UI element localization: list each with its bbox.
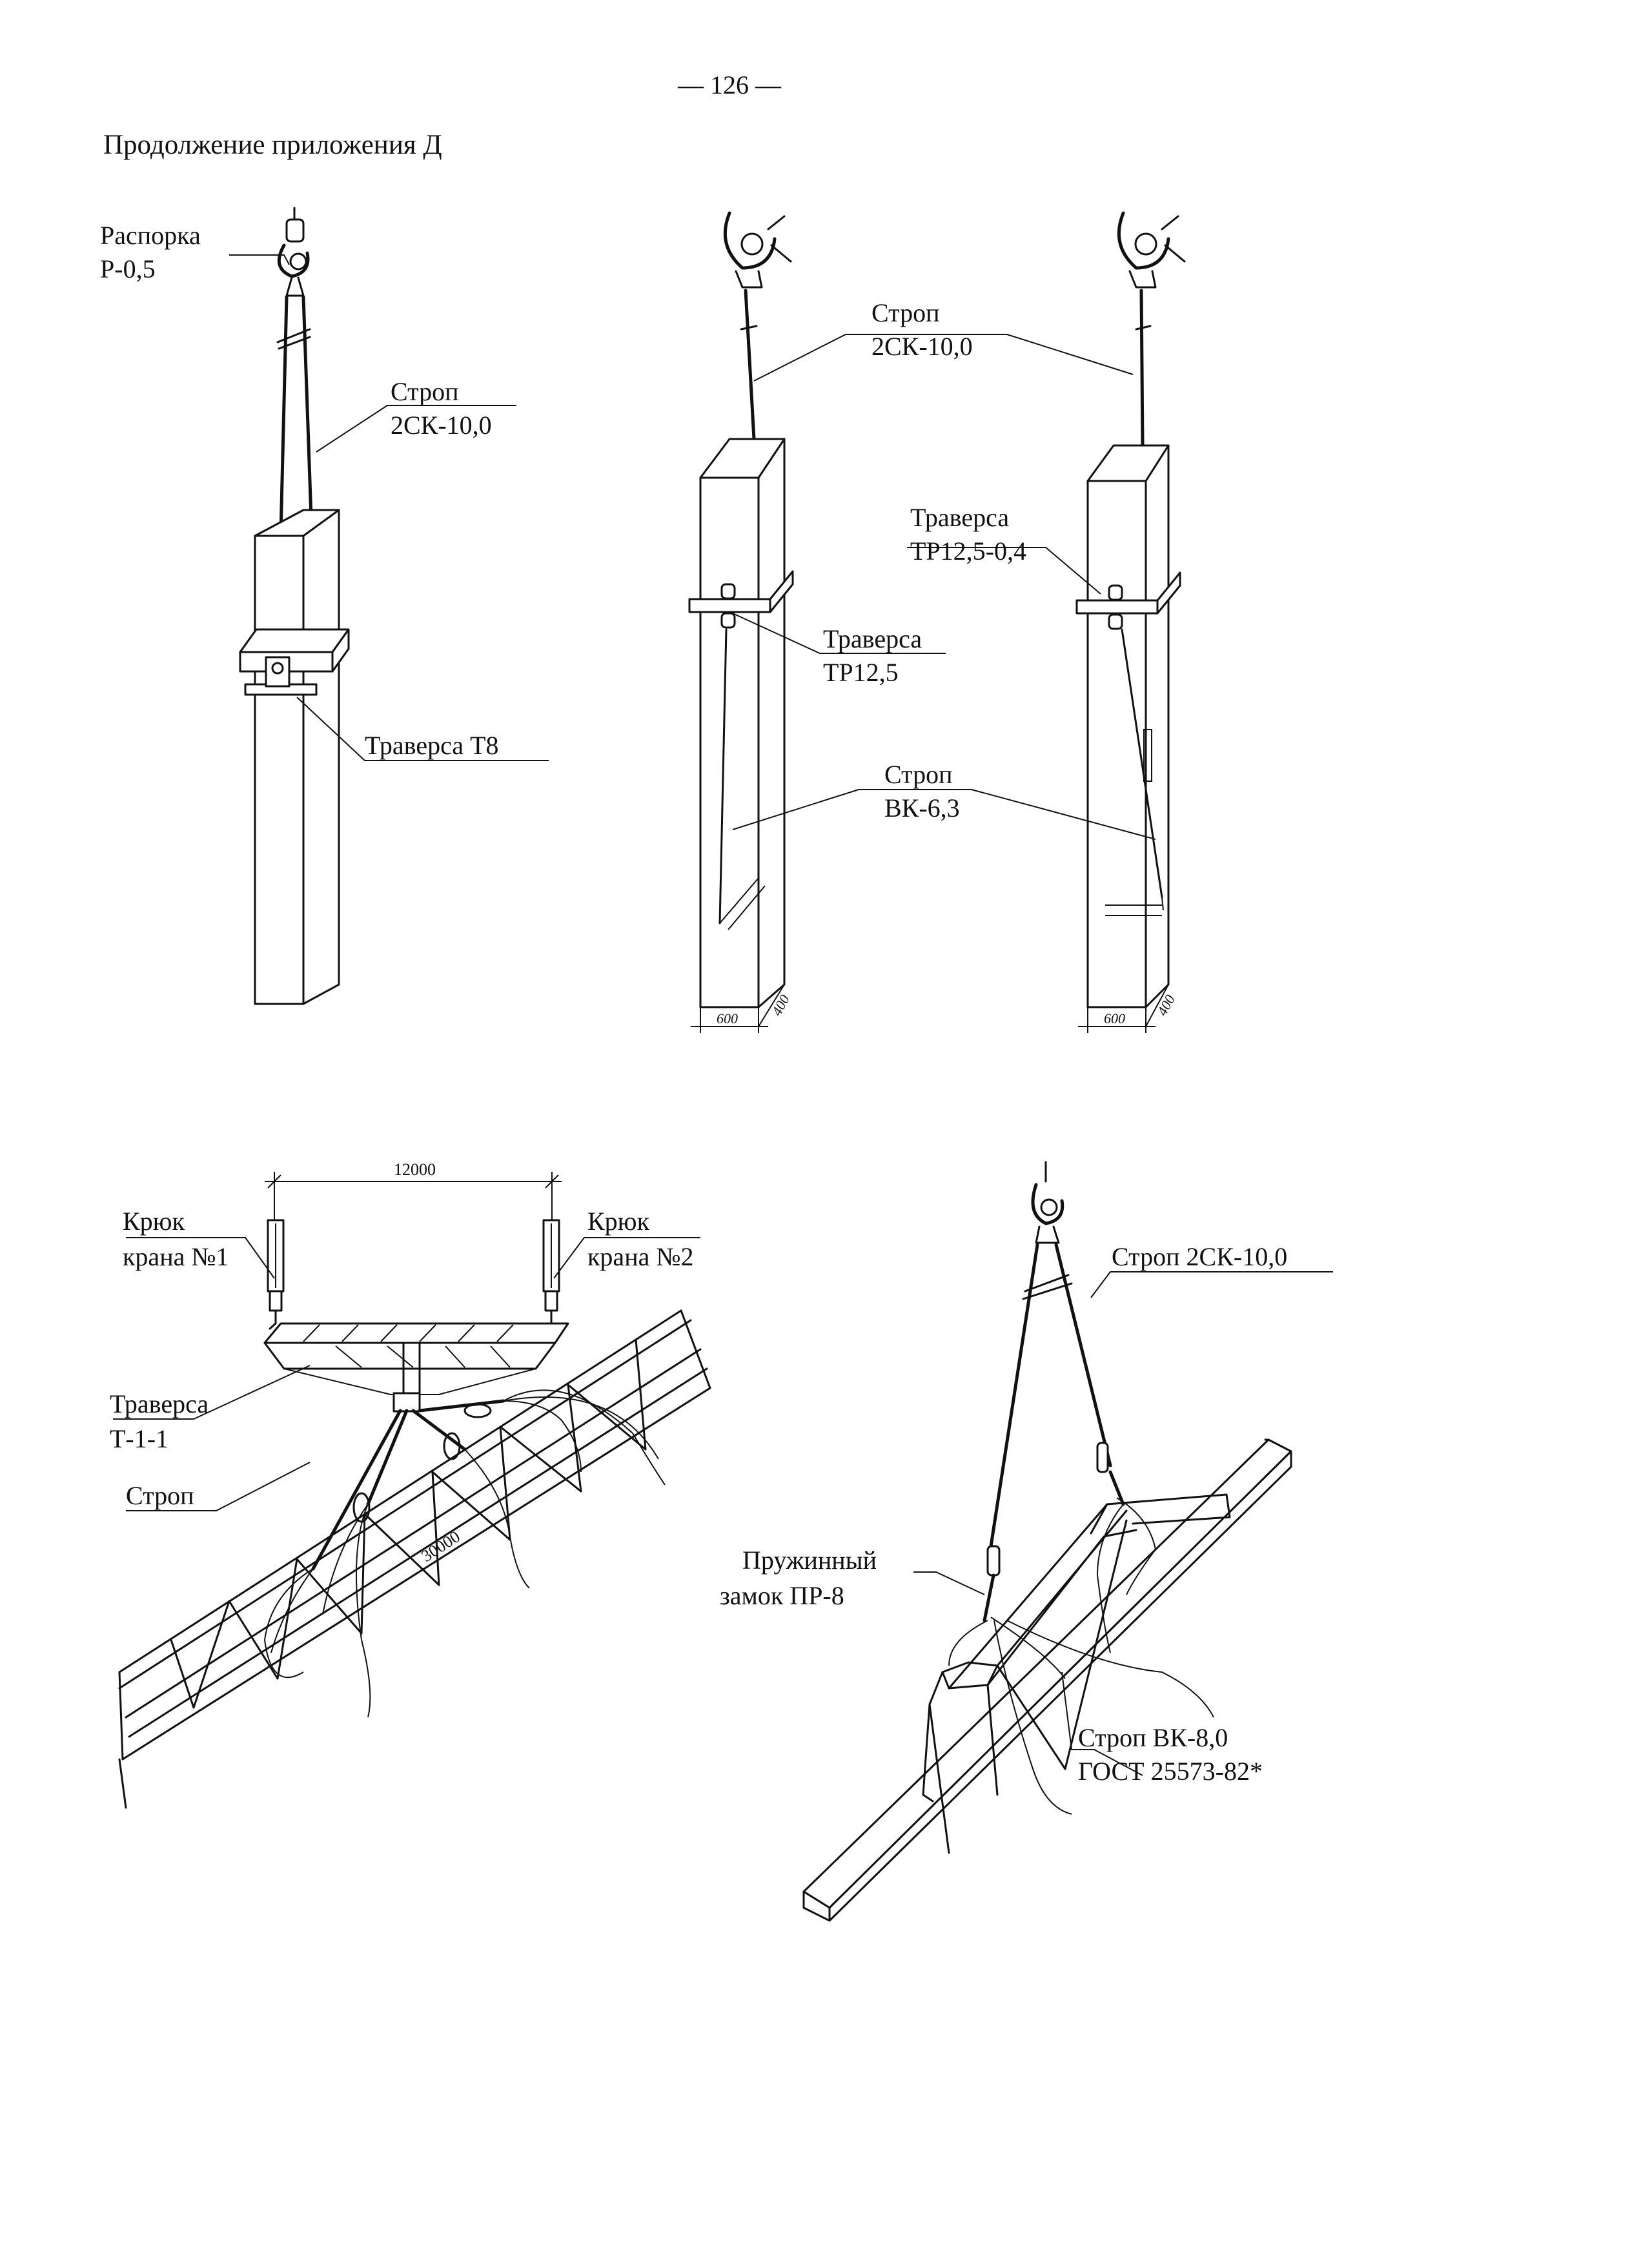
sling-top-label: Строп [871, 298, 940, 327]
sling-bottom-label: Строп [884, 760, 953, 789]
figure-truss-two-cranes: 12000 [110, 1160, 711, 1809]
traverse-t8-label: Траверса Т8 [365, 731, 499, 760]
sling-code: 2СК-10,0 [391, 411, 492, 440]
frame-slings [983, 1243, 1125, 1622]
crane-hook-icon [1117, 211, 1186, 289]
spreader-code: Р-0,5 [100, 254, 156, 283]
traverse-t8 [239, 628, 350, 696]
traverse-tp12-left [688, 570, 794, 629]
crane-hook-icon [277, 207, 310, 297]
hook2-label-line2: крана №2 [587, 1242, 694, 1271]
length-dimension: 30000 [418, 1527, 463, 1566]
crane-hook-1-icon [267, 1219, 285, 1330]
sling-label: Строп [391, 377, 459, 406]
frame-sling-top-label: Строп 2СК-10,0 [1112, 1242, 1287, 1271]
spring-lock-label-line1: Пружинный [742, 1546, 877, 1575]
crane-hook-icon [1031, 1161, 1064, 1244]
span-dimension: 12000 [394, 1160, 436, 1179]
hook2-label-line1: Крюк [587, 1207, 650, 1236]
hook1-label-line2: крана №1 [123, 1242, 229, 1271]
dim-width-left: 600 [717, 1010, 738, 1027]
traverse-left-label: Траверса [823, 624, 922, 653]
traverse-t-1-1-code: Т-1-1 [110, 1424, 168, 1453]
traverse-t-1-1 [263, 1322, 569, 1413]
crane-hook-icon [723, 211, 792, 289]
column-right [1086, 444, 1170, 1008]
truss-slings [263, 1389, 666, 1718]
traverse-right-code: ТР12,5-0,4 [910, 536, 1026, 566]
spreader-label: Распорка [100, 221, 201, 250]
traverse-right-label: Траверса [910, 503, 1009, 532]
appendix-header: Продолжение приложения Д [103, 130, 442, 160]
figure-columns-tp12: 600 400 [688, 211, 1186, 1033]
frame-sling-bottom-label: Строп ВК-8,0 [1078, 1723, 1228, 1752]
gost-label: ГОСТ 25573-82* [1078, 1757, 1263, 1786]
crane-hook-2-icon [542, 1219, 560, 1330]
figure-column-traverse-t8: Распорка Р-0,5 Строп 2СК-10,0 Траверса Т… [100, 207, 549, 1005]
figure-frame-spring-lock: Строп 2СК-10,0 Пружинный замок ПР-8 Стро… [720, 1161, 1333, 1922]
traverse-left-code: ТР12,5 [823, 658, 899, 687]
sling-top-code: 2СК-10,0 [871, 332, 973, 361]
truss-sling-label: Строп [126, 1481, 194, 1510]
column-left [699, 438, 786, 1008]
hook1-label-line1: Крюк [123, 1207, 185, 1236]
sling-bottom-code: ВК-6,3 [884, 793, 960, 822]
column [254, 509, 340, 1005]
traverse-tp12-right [1075, 571, 1181, 630]
spring-lock-label-line2: замок ПР-8 [720, 1581, 844, 1610]
dim-width-right: 600 [1104, 1010, 1125, 1027]
truss [118, 1309, 711, 1809]
traverse-t-1-1-label: Траверса [110, 1389, 209, 1418]
triangular-frame [802, 1438, 1292, 1922]
page-number: — 126 — [677, 70, 782, 99]
